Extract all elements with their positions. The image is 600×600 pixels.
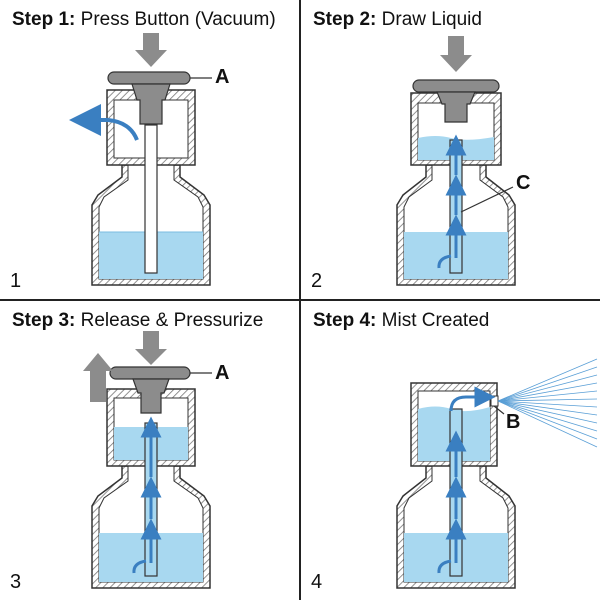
panel-4-illustration <box>396 358 598 589</box>
panel-2-illustration <box>396 36 516 286</box>
panel-step-1: Step 1: Press Button (Vacuum) <box>0 0 299 299</box>
panel-2-number: 2 <box>311 270 323 292</box>
panel-3-number: 3 <box>10 571 22 593</box>
panel-2-caption: Draw Liquid <box>381 9 482 30</box>
panel-3-title: Step 3: Release & Pressurize <box>12 310 263 332</box>
mist-spray <box>497 358 598 448</box>
horizontal-divider <box>0 299 600 301</box>
panel-1-caption: Press Button (Vacuum) <box>80 9 276 30</box>
dip-tube <box>144 124 158 274</box>
down-arrow <box>135 331 167 365</box>
panel-1-title: Step 1: Press Button (Vacuum) <box>12 9 276 31</box>
press-down-arrow <box>440 36 472 72</box>
press-down-arrow <box>135 33 167 67</box>
panel-step-4: Step 4: Mist Created <box>301 301 600 600</box>
panel-4-step: Step 4: <box>313 310 377 331</box>
panel-step-3: Step 3: Release & Pressurize <box>0 301 299 600</box>
panel-3-caption: Release & Pressurize <box>80 310 264 331</box>
release-up-arrow <box>83 353 113 402</box>
panel-2-title: Step 2: Draw Liquid <box>313 9 482 31</box>
label-c: C <box>516 172 531 194</box>
panel-3-illustration <box>83 331 212 589</box>
label-a: A <box>215 66 230 88</box>
panel-step-2: Step 2: Draw Liquid <box>301 0 600 299</box>
panel-1-illustration <box>69 33 212 286</box>
intake-curve <box>132 559 147 574</box>
label-b: B <box>506 411 521 433</box>
panel-2-step: Step 2: <box>313 9 377 30</box>
label-a: A <box>215 362 230 384</box>
panel-4-number: 4 <box>311 571 323 593</box>
panel-4-title: Step 4: Mist Created <box>313 310 489 332</box>
pump-button <box>109 366 191 414</box>
panel-3-step: Step 3: <box>12 310 76 331</box>
label-c-leader <box>460 186 514 213</box>
label-b-leader <box>493 405 505 415</box>
pump-button <box>412 79 500 123</box>
nozzle-flow-arrow <box>449 386 496 412</box>
intake-curve <box>437 559 452 574</box>
intake-curve <box>437 254 452 269</box>
nozzle <box>490 395 499 407</box>
panel-1-step: Step 1: <box>12 9 76 30</box>
panel-1-number: 1 <box>10 270 22 292</box>
panel-4-caption: Mist Created <box>381 310 490 331</box>
air-curve <box>107 118 139 141</box>
